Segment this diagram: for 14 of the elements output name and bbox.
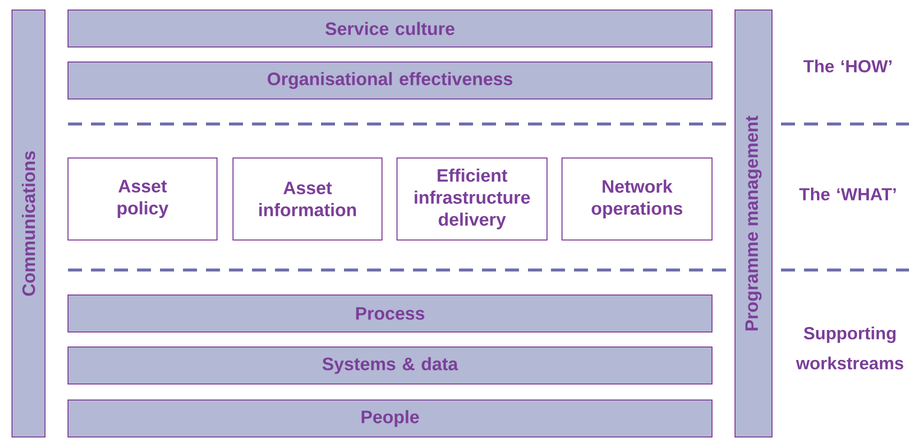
area-box: Network operations <box>562 158 712 240</box>
area-box: Asset information <box>232 158 382 240</box>
band-box: Service culture <box>68 10 712 48</box>
band-box: Organisational effectiveness <box>68 62 712 100</box>
side-bar: Communications <box>12 10 46 438</box>
row-label: The ‘HOW’ <box>804 60 892 72</box>
side-bar: Programme management <box>734 10 772 438</box>
band-box: Process <box>68 294 712 332</box>
area-box: Asset policy <box>68 158 218 240</box>
area-box: Efficient infrastructure delivery <box>396 158 548 240</box>
row-label: The ‘WHAT’ <box>799 188 896 200</box>
band-box: Systems & data <box>68 346 712 384</box>
row-label: Supporting workstreams <box>796 326 904 370</box>
band-box: People <box>68 400 712 438</box>
